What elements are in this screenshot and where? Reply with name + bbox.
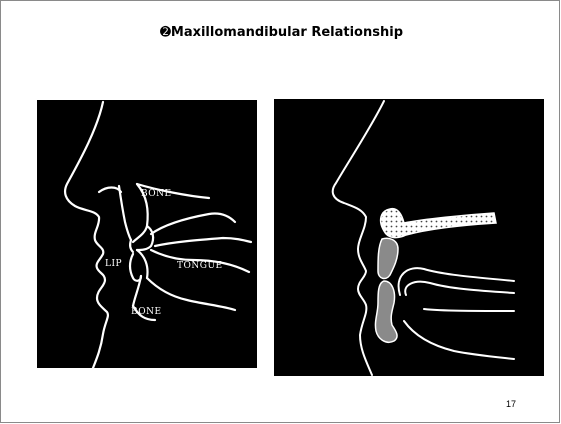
upper-denture-base (381, 209, 496, 238)
slide-title: ➋Maxillomandibular Relationship (1, 25, 561, 40)
upper-denture-tooth (378, 238, 398, 278)
label-bone-upper: BONE (141, 189, 172, 199)
page-number: 17 (506, 399, 516, 409)
label-lip: LIP (105, 259, 122, 269)
label-tongue: TONGUE (177, 261, 223, 271)
lower-denture-tooth (375, 281, 397, 342)
label-bone-lower: BONE (131, 307, 162, 317)
right-profile-drawing (274, 99, 544, 376)
left-profile-drawing: BONE LIP TONGUE BONE (37, 100, 257, 368)
right-denture-illustration (274, 99, 544, 376)
left-anatomy-illustration: BONE LIP TONGUE BONE (37, 100, 257, 368)
